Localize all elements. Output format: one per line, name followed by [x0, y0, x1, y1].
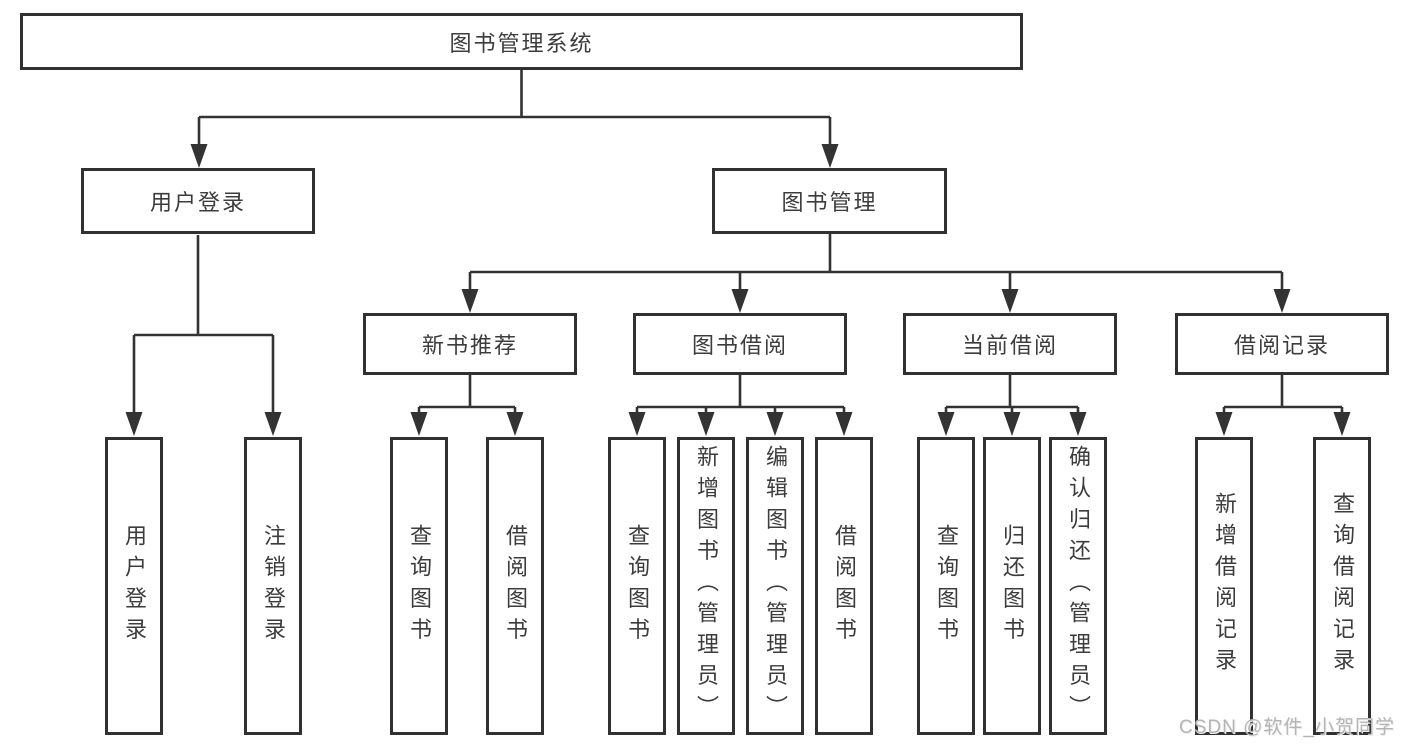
- leaf-query-books-current-label: 查询图书: [934, 523, 959, 649]
- leaf-borrow-books-recommend-label: 借阅图书: [503, 523, 528, 649]
- connector-path: [946, 375, 1078, 409]
- leaf-logout: 注销登录: [244, 437, 302, 735]
- connector-path: [1224, 375, 1342, 409]
- arrowhead-icon: [1215, 412, 1233, 436]
- leaf-confirm-return-admin: 确认归还（管理员）: [1049, 437, 1107, 735]
- arrowhead-icon: [697, 412, 715, 436]
- arrowhead-icon: [1333, 412, 1351, 436]
- leaf-borrow-books-recommend: 借阅图书: [486, 437, 544, 735]
- arrowhead-icon: [125, 412, 143, 436]
- arrowhead-icon: [1069, 412, 1087, 436]
- connector-path: [637, 375, 844, 409]
- node-book-borrowing: 图书借阅: [633, 313, 847, 375]
- arrowhead-icon: [937, 412, 955, 436]
- leaf-edit-books-admin-label: 编辑图书（管理员）: [763, 445, 788, 727]
- leaf-query-books-recommend: 查询图书: [390, 437, 448, 735]
- arrowhead-icon: [190, 144, 208, 168]
- leaf-add-books-admin-label: 新增图书（管理员）: [694, 445, 719, 727]
- connector-path: [419, 375, 515, 409]
- leaf-query-borrow-record-label: 查询借阅记录: [1330, 492, 1355, 680]
- arrowhead-icon: [410, 412, 428, 436]
- node-book-management: 图书管理: [712, 168, 947, 234]
- leaf-user-login-label: 用户登录: [122, 523, 147, 649]
- leaf-query-books-current: 查询图书: [917, 437, 975, 735]
- connector-path: [199, 70, 830, 119]
- leaf-logout-label: 注销登录: [261, 523, 286, 649]
- leaf-add-books-admin: 新增图书（管理员）: [677, 437, 735, 735]
- arrowhead-icon: [766, 412, 784, 436]
- leaf-edit-books-admin: 编辑图书（管理员）: [746, 437, 804, 735]
- leaf-query-books-borrowing: 查询图书: [608, 437, 666, 735]
- node-borrowing-records: 借阅记录: [1175, 313, 1389, 375]
- leaf-query-books-borrowing-label: 查询图书: [625, 523, 650, 649]
- leaf-user-login: 用户登录: [105, 437, 163, 735]
- node-current-borrowing: 当前借阅: [903, 313, 1117, 375]
- connector-path: [134, 235, 273, 337]
- leaf-borrow-books-borrowing-label: 借阅图书: [832, 523, 857, 649]
- node-library-management-system: 图书管理系统: [20, 13, 1023, 70]
- leaf-query-books-recommend-label: 查询图书: [407, 523, 432, 649]
- arrowhead-icon: [1001, 289, 1019, 313]
- arrowhead-icon: [264, 412, 282, 436]
- arrowhead-icon: [461, 289, 479, 313]
- arrowhead-icon: [1003, 412, 1021, 436]
- csdn-watermark: CSDN @软件_小贺同学: [1179, 717, 1395, 738]
- leaf-return-books: 归还图书: [983, 437, 1041, 735]
- arrowhead-icon: [835, 412, 853, 436]
- leaf-query-borrow-record: 查询借阅记录: [1313, 437, 1371, 735]
- arrowhead-icon: [1273, 289, 1291, 313]
- leaf-return-books-label: 归还图书: [1000, 523, 1025, 649]
- node-user-login: 用户登录: [81, 168, 315, 234]
- node-new-book-recommendation: 新书推荐: [363, 313, 577, 375]
- leaf-add-borrow-record-label: 新增借阅记录: [1212, 492, 1237, 680]
- leaf-borrow-books-borrowing: 借阅图书: [815, 437, 873, 735]
- arrowhead-icon: [628, 412, 646, 436]
- leaf-add-borrow-record: 新增借阅记录: [1195, 437, 1253, 735]
- arrowhead-icon: [821, 144, 839, 168]
- arrowhead-icon: [731, 289, 749, 313]
- leaf-confirm-return-admin-label: 确认归还（管理员）: [1066, 445, 1091, 727]
- connector-path: [470, 233, 1282, 274]
- arrowhead-icon: [506, 412, 524, 436]
